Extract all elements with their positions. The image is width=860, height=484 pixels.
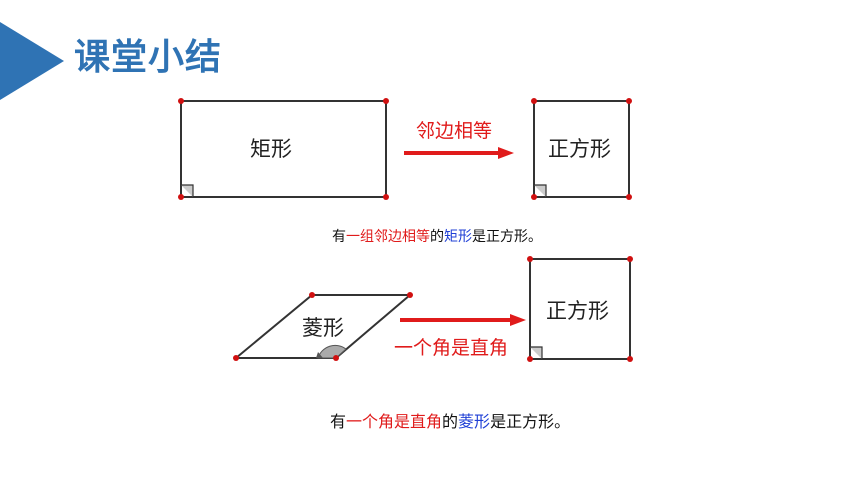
- rectangle-label: 矩形: [250, 137, 292, 161]
- angle-arrow-mark: [316, 352, 323, 358]
- conclusion-sentence-1: 有一组邻边相等的矩形是正方形。: [332, 226, 542, 246]
- vertex-point: [333, 355, 339, 361]
- vertex-point: [527, 356, 533, 362]
- sentence-particle: 的: [430, 229, 444, 245]
- square-shape: [529, 258, 631, 360]
- vertex-point: [383, 194, 389, 200]
- page-title: 课堂小结: [74, 37, 223, 78]
- sentence-condition: 一个角是直角: [346, 412, 443, 431]
- sentence-shape: 矩形: [444, 229, 472, 245]
- title-arrow-icon: [0, 22, 64, 100]
- vertex-point: [178, 98, 184, 104]
- square-shape: [533, 100, 630, 198]
- vertex-point: [178, 194, 184, 200]
- sentence-suffix: 是正方形。: [490, 412, 571, 431]
- sentence-prefix: 有: [332, 229, 346, 245]
- right-angle-mark: [530, 346, 543, 359]
- arrow-head: [498, 147, 514, 159]
- vertex-point: [531, 98, 537, 104]
- vertex-point: [626, 98, 632, 104]
- vertex-point: [627, 256, 633, 262]
- vertex-point: [627, 356, 633, 362]
- sentence-suffix: 是正方形。: [472, 229, 542, 245]
- right-angle-mark: [181, 184, 194, 197]
- condition-label-right-angle: 一个角是直角: [394, 337, 509, 359]
- vertex-point: [407, 292, 413, 298]
- sentence-particle: 的: [442, 412, 459, 431]
- rectangle-shape: [180, 100, 387, 198]
- vertex-point: [383, 98, 389, 104]
- right-angle-mark: [534, 184, 547, 197]
- vertex-point: [531, 194, 537, 200]
- sentence-shape: 菱形: [458, 412, 491, 431]
- square-label: 正方形: [546, 299, 609, 323]
- condition-label-adjacent-equal: 邻边相等: [416, 120, 493, 142]
- sentence-condition: 一组邻边相等: [346, 229, 430, 245]
- rhombus-label: 菱形: [302, 316, 344, 340]
- arrow-head: [510, 314, 526, 326]
- vertex-point: [233, 355, 239, 361]
- vertex-point: [309, 292, 315, 298]
- square-label: 正方形: [548, 137, 611, 161]
- vertex-point: [527, 256, 533, 262]
- sentence-prefix: 有: [330, 412, 347, 431]
- angle-arc-mark: [317, 344, 347, 359]
- conclusion-sentence-2: 有一个角是直角的菱形是正方形。: [330, 408, 570, 432]
- vertex-point: [626, 194, 632, 200]
